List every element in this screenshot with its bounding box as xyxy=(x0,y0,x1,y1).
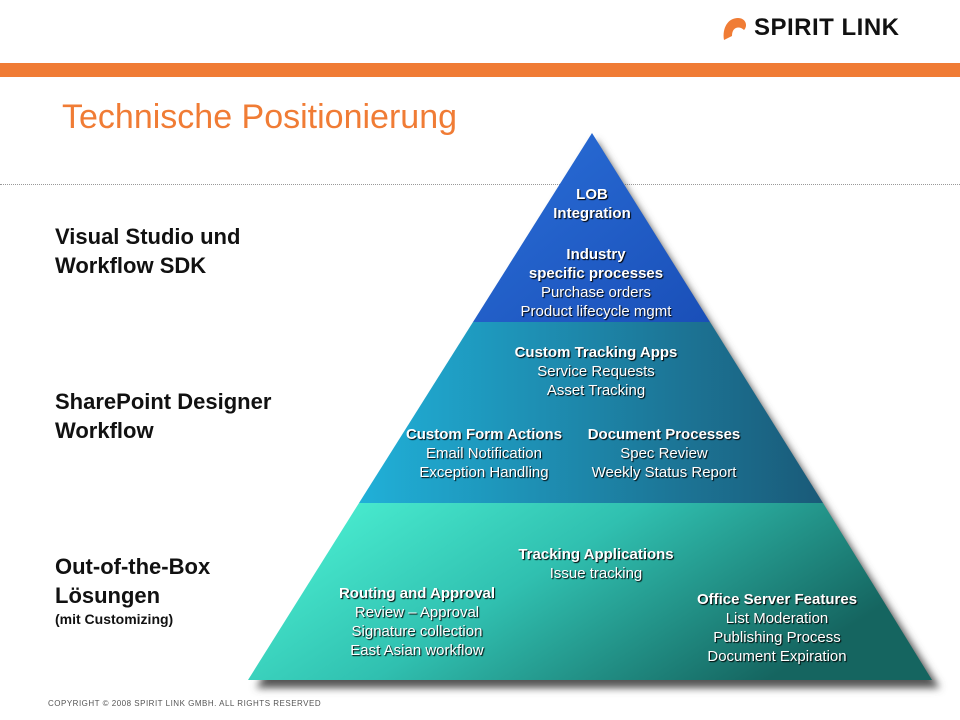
block-title: Routing and Approval xyxy=(338,585,496,602)
level-note: (mit Customizing) xyxy=(55,611,174,627)
block-item: Service Requests xyxy=(537,363,655,380)
block-title: Custom Form Actions xyxy=(405,426,563,443)
block-item: Exception Handling xyxy=(419,464,549,481)
level-line: Out-of-the-Box xyxy=(55,554,211,579)
block-title: Tracking Applications xyxy=(518,546,674,563)
block-title: Custom Tracking Apps xyxy=(514,344,678,361)
logo: SPIRIT LINK xyxy=(720,14,900,42)
block-item: Weekly Status Report xyxy=(591,464,737,481)
block-item: List Moderation xyxy=(725,610,829,627)
block-item: Spec Review xyxy=(620,445,708,462)
block-item: Document Expiration xyxy=(707,648,847,665)
block-item: Product lifecycle mgmt xyxy=(520,303,672,320)
block-item: Signature collection xyxy=(351,623,483,640)
block-item: Publishing Process xyxy=(713,629,841,646)
block-title: specific processes xyxy=(528,265,664,282)
pyramid-middle xyxy=(359,322,823,503)
block-item: Purchase orders xyxy=(540,284,652,301)
page-title: Technische Positionierung xyxy=(62,98,458,136)
block-title: LOB xyxy=(576,186,608,203)
block-item: Asset Tracking xyxy=(546,382,646,399)
pyramid-bottom xyxy=(248,503,932,680)
spirit-link-logo-icon xyxy=(723,18,746,40)
block-item: Review – Approval xyxy=(354,604,480,621)
block-item: East Asian workflow xyxy=(350,642,484,659)
level-line: SharePoint Designer xyxy=(55,389,272,414)
block-title: Integration xyxy=(553,205,631,222)
block-title: Document Processes xyxy=(587,426,741,443)
block-title: Industry xyxy=(566,246,626,263)
level-line: Visual Studio und xyxy=(55,224,241,249)
level-line: Lösungen xyxy=(55,583,161,608)
block-item: Issue tracking xyxy=(549,565,643,582)
level-line: Workflow xyxy=(55,418,154,443)
logo-text: SPIRIT LINK xyxy=(754,14,900,41)
footer-copyright: COPYRIGHT © 2008 SPIRIT LINK GMBH. ALL R… xyxy=(48,699,322,708)
block-title: Office Server Features xyxy=(696,591,858,608)
divider xyxy=(0,184,960,185)
pyramid-top xyxy=(473,133,710,322)
level-line: Workflow SDK xyxy=(55,253,207,278)
lob-block: LOB Integration xyxy=(553,185,631,223)
block-item: Email Notification xyxy=(426,445,542,462)
header-bar xyxy=(0,63,960,77)
